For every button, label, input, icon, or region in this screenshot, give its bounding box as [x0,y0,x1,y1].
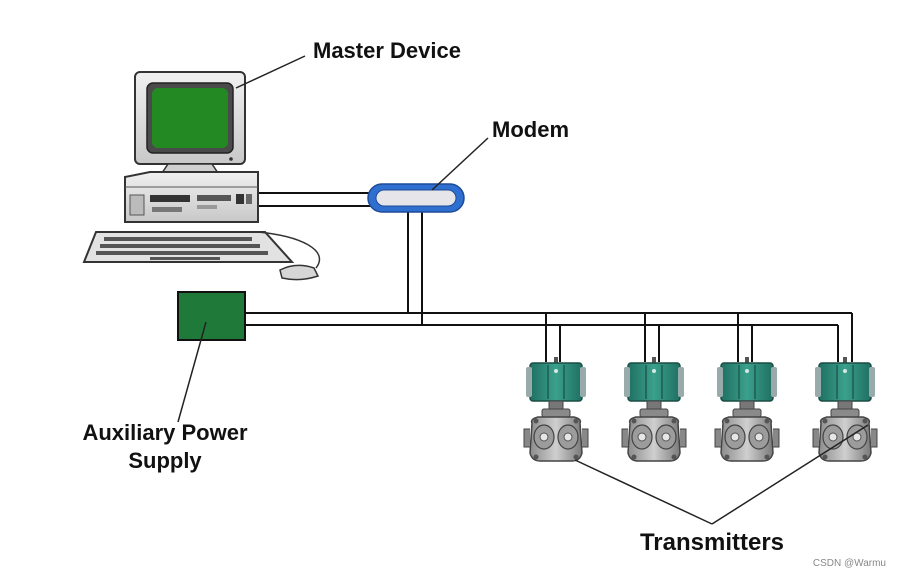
transmitter-icon [523,356,589,462]
wiring [246,192,853,362]
leader-transmitter-1 [574,459,713,525]
power-supply-icon [177,291,246,341]
transmitter-icon [621,356,687,462]
transmitter-icon [812,356,878,462]
transmitters-group [523,356,878,462]
leader-power-supply [177,321,207,423]
modem-label: Modem [492,117,569,142]
monitor-screen [152,88,228,148]
watermark: CSDN @Warmu [813,558,886,569]
leader-lines [177,55,869,525]
transmitter-icon [714,356,780,462]
aux-power-label-line1: Auxiliary Power [82,420,248,445]
transmitters-label: Transmitters [640,529,784,556]
leader-master-device [235,55,306,89]
leader-modem [431,137,489,191]
master-device-label: Master Device [313,38,461,63]
leader-transmitter-4 [711,424,869,525]
computer-icon [82,71,321,281]
modem-icon [367,183,465,213]
aux-power-label-line2: Supply [128,448,202,473]
